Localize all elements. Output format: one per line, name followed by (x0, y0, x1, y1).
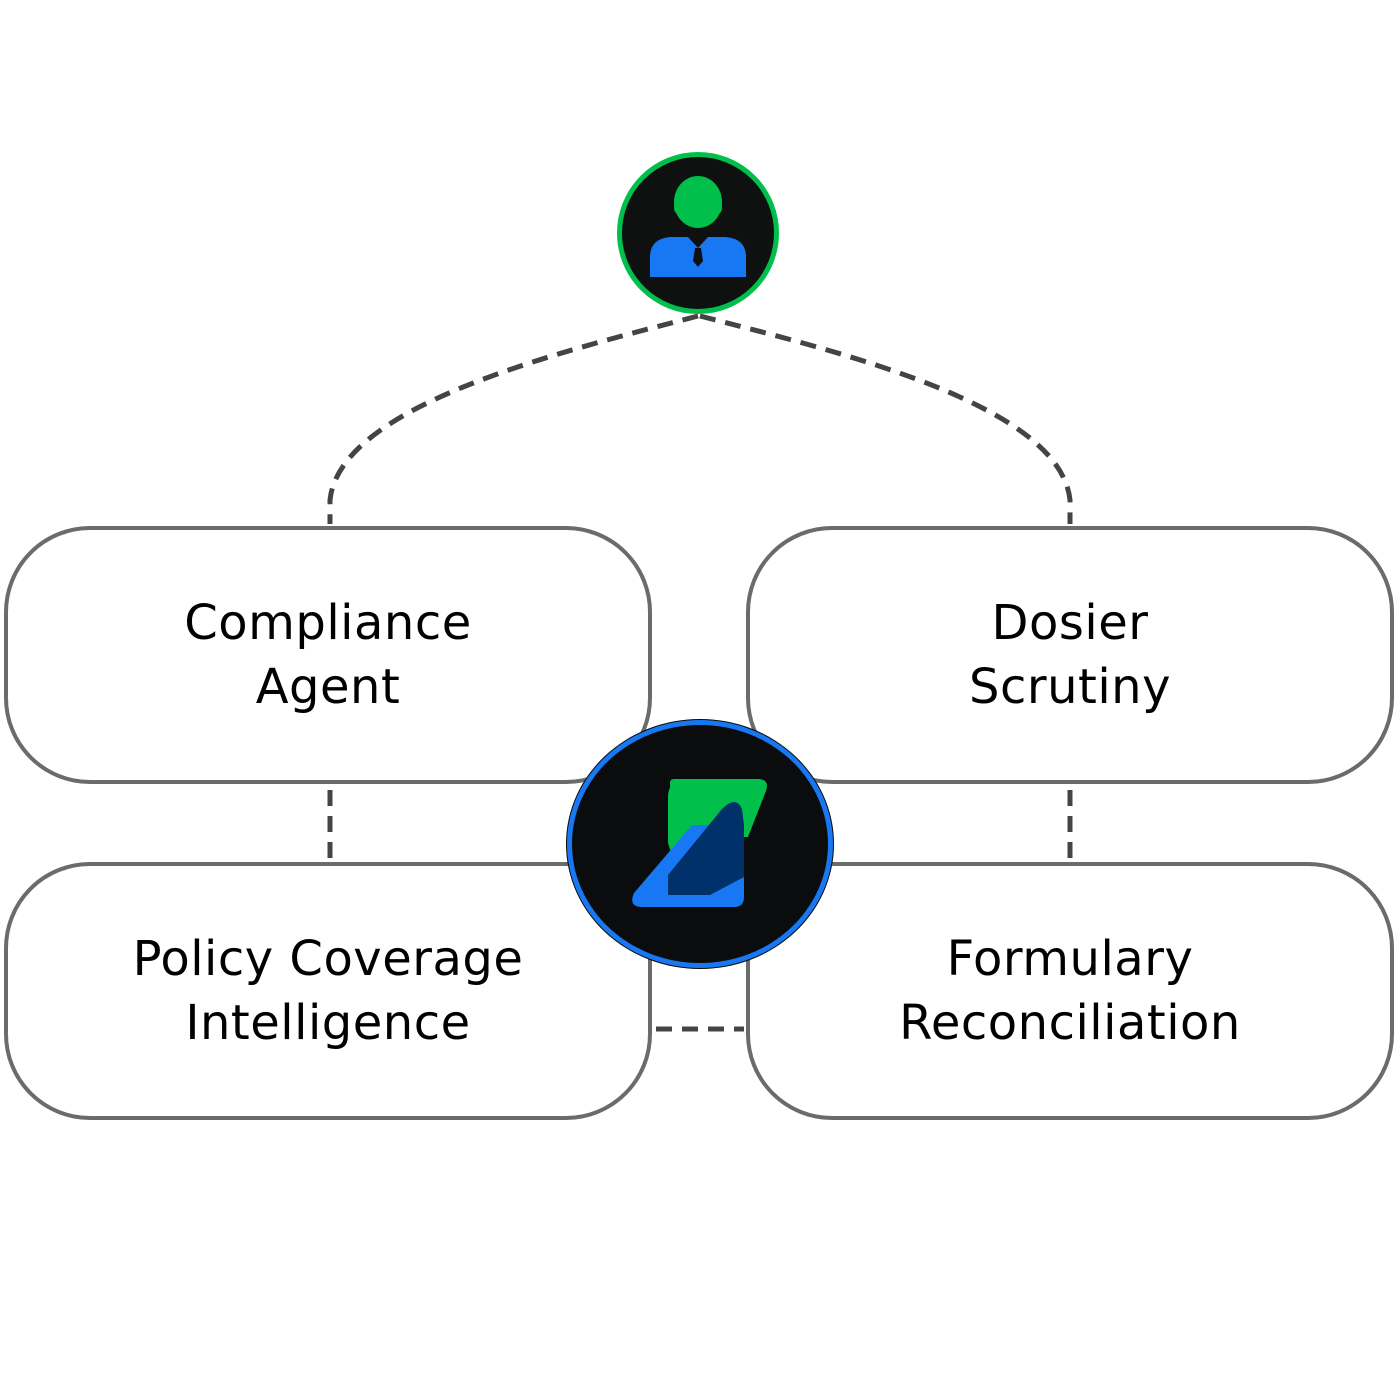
node-label: Compliance Agent (184, 595, 472, 715)
logo-mark-icon (567, 720, 833, 968)
connector-user-to-compliance (327, 313, 699, 524)
node-label: Policy Coverage Intelligence (132, 931, 524, 1051)
node-formulary-reconciliation: Formulary Reconciliation (746, 862, 1394, 1120)
connector-user-to-dosier (699, 313, 1073, 524)
node-label: Formulary Reconciliation (899, 931, 1241, 1051)
person-icon (617, 152, 779, 314)
node-policy-coverage-intelligence: Policy Coverage Intelligence (4, 862, 652, 1120)
node-compliance-agent: Compliance Agent (4, 526, 652, 784)
node-dosier-scrutiny: Dosier Scrutiny (746, 526, 1394, 784)
node-label: Dosier Scrutiny (969, 595, 1171, 715)
